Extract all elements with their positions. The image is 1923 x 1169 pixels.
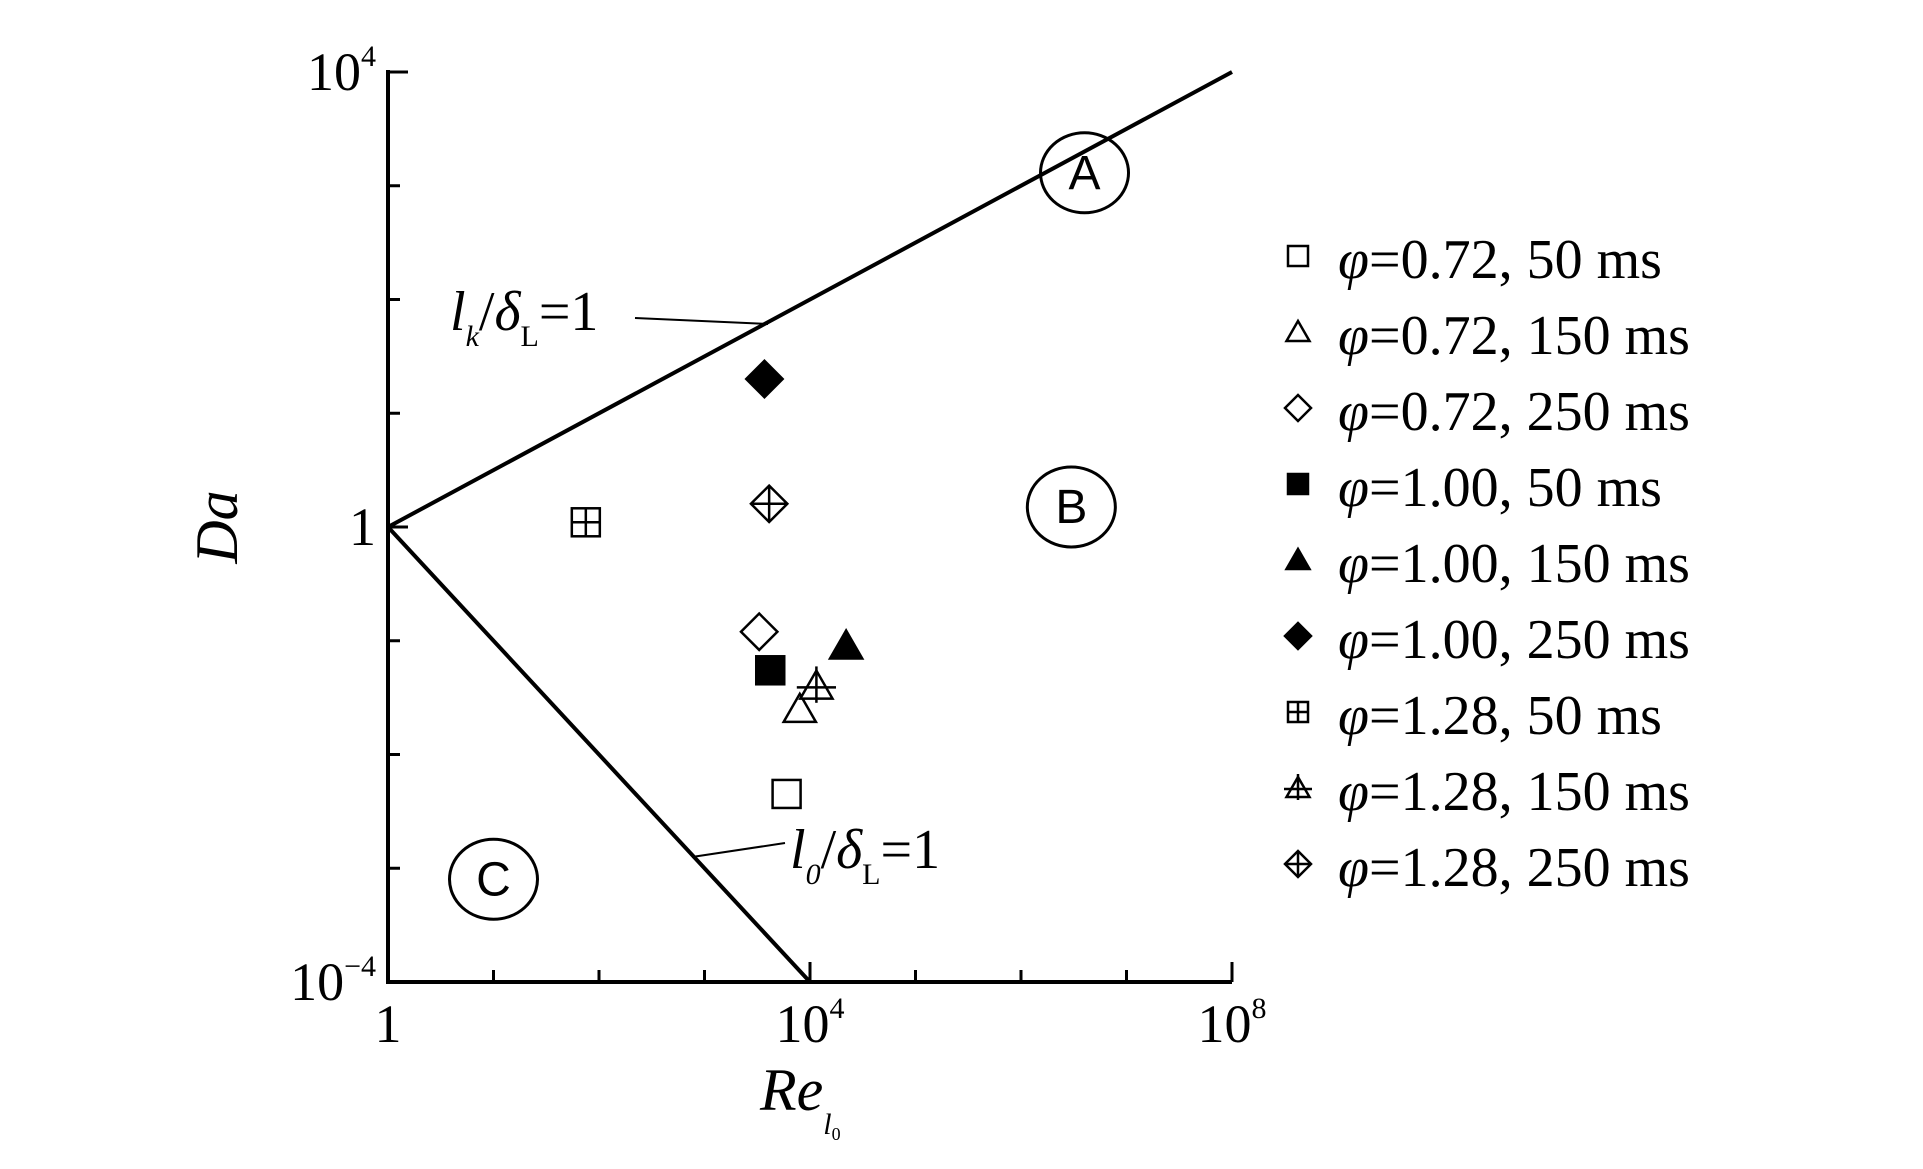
legend-marker <box>1284 546 1312 571</box>
y-tick-label: 1 <box>349 497 376 557</box>
data-point-diamond-cross <box>749 483 790 524</box>
data-point-diamond-open <box>739 611 780 652</box>
data-point-triangle-cross <box>796 666 837 703</box>
legend-label: φ=1.00, 250 ms <box>1338 609 1690 671</box>
l0-line <box>386 525 812 984</box>
boundary-lines: lk/δL=1 l0/δL=1 <box>386 70 1233 984</box>
legend-item: φ=1.00, 50 ms <box>1286 457 1662 519</box>
legend-label: φ=1.28, 250 ms <box>1338 837 1690 899</box>
legend-marker <box>1283 621 1313 651</box>
x-axis-label-main: Re <box>759 1057 823 1123</box>
legend-marker <box>1284 774 1312 800</box>
legend-item: φ=1.28, 150 ms <box>1284 761 1690 823</box>
region-label: C <box>476 853 511 906</box>
region-b: B <box>1025 465 1117 549</box>
data-point-triangle-open <box>781 691 819 724</box>
data-point-square-cross <box>570 507 602 538</box>
legend-marker <box>1283 849 1313 879</box>
legend-label: φ=1.28, 150 ms <box>1338 761 1690 823</box>
legend-marker <box>1284 318 1312 343</box>
x-axis-label-sub: l <box>823 1108 831 1141</box>
legend-label: φ=0.72, 50 ms <box>1338 229 1662 291</box>
legend-item: φ=0.72, 150 ms <box>1284 305 1690 367</box>
legend-item: φ=1.28, 250 ms <box>1283 837 1690 899</box>
data-point-diamond-filled <box>744 359 785 399</box>
legend-label: φ=1.00, 50 ms <box>1338 457 1662 519</box>
chart-legend: φ=0.72, 50 ms φ=0.72, 150 ms φ=0.72, 250 m… <box>1283 229 1690 899</box>
legend-marker <box>1286 472 1310 496</box>
x-tick-label: 1 <box>375 994 402 1054</box>
x-tick-label: 108 <box>1198 992 1267 1054</box>
legend-marker <box>1286 244 1310 268</box>
data-point-square-filled <box>755 655 786 686</box>
legend-item: φ=1.28, 50 ms <box>1286 685 1662 747</box>
data-point-triangle-filled <box>827 628 865 660</box>
x-tick-label: 104 <box>776 992 845 1054</box>
legend-item: φ=0.72, 50 ms <box>1286 229 1662 291</box>
legend-item: φ=0.72, 250 ms <box>1283 381 1690 443</box>
region-label: B <box>1055 481 1087 534</box>
y-tick-label: 104 <box>307 40 376 102</box>
legend-label: φ=0.72, 150 ms <box>1338 305 1690 367</box>
lk-line <box>387 70 1233 529</box>
x-axis-label-subsub: 0 <box>832 1124 841 1144</box>
region-circle <box>1039 131 1131 215</box>
region-circle <box>1025 465 1117 549</box>
legend-label: φ=1.00, 150 ms <box>1338 533 1690 595</box>
region-a: A <box>1039 131 1131 215</box>
legend-item: φ=1.00, 150 ms <box>1284 533 1690 595</box>
y-tick-label: 10−4 <box>290 950 376 1012</box>
region-c: C <box>448 837 539 921</box>
data-points <box>570 359 865 810</box>
legend-marker <box>1286 700 1310 724</box>
x-axis-label: Rel0 <box>759 1057 841 1144</box>
region-circle <box>448 837 539 921</box>
boundary-line-label: lk/δL=1 <box>450 281 598 353</box>
y-axis-label: Da <box>184 490 250 564</box>
legend-label: φ=0.72, 250 ms <box>1338 381 1690 443</box>
legend-marker <box>1283 393 1313 423</box>
data-point-square-open <box>771 778 802 810</box>
boundary-line-label: l0/δL=1 <box>790 819 940 891</box>
legend-item: φ=1.00, 250 ms <box>1283 609 1690 671</box>
region-labels: A B C <box>448 131 1131 921</box>
leader-line <box>634 317 769 325</box>
leader-line <box>691 842 786 858</box>
legend-label: φ=1.28, 50 ms <box>1338 685 1662 747</box>
region-label: A <box>1069 147 1101 200</box>
